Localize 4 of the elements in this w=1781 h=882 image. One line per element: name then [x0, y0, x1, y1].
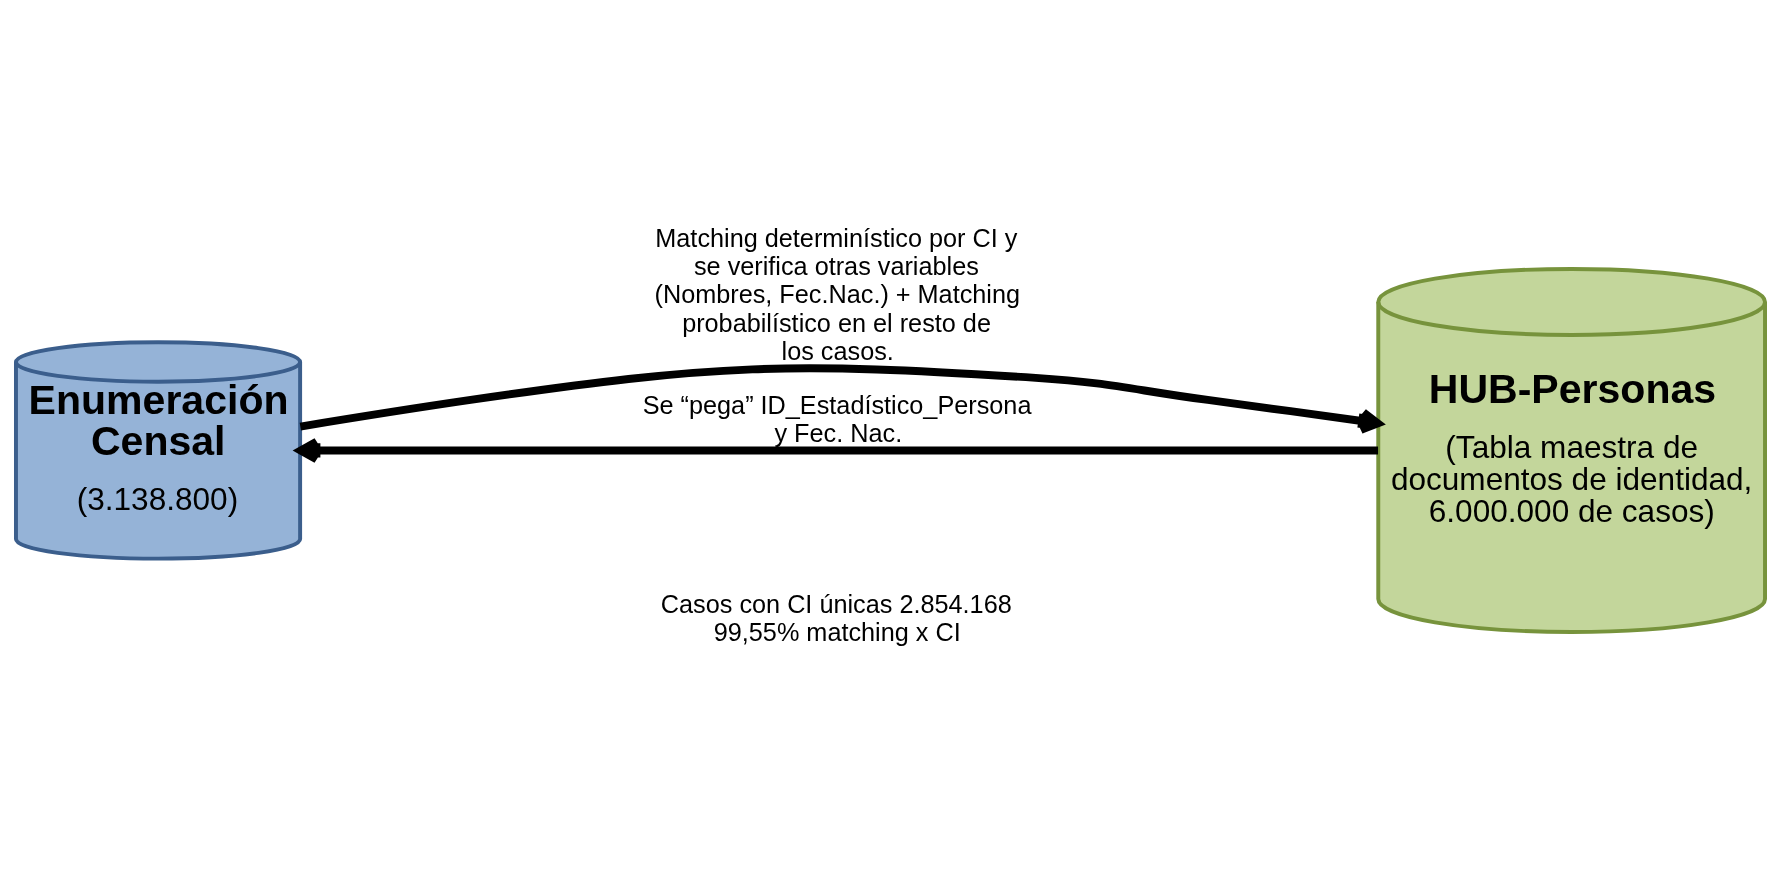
- label: Casos con CI únicas 2.854.168 99,55% matching x CI: [660, 589, 1012, 647]
- edge-label: Matching determinístico por CI y se verifica otras variables (Nombres, Fec.Nac.) + Matching probabilístico en el resto de los casos.: [654, 223, 1021, 366]
- edge-label: Se “pega” ID_Estadístico_Persona y Fec. Nac.: [642, 390, 1032, 448]
- arrow: [299, 364, 1383, 434]
